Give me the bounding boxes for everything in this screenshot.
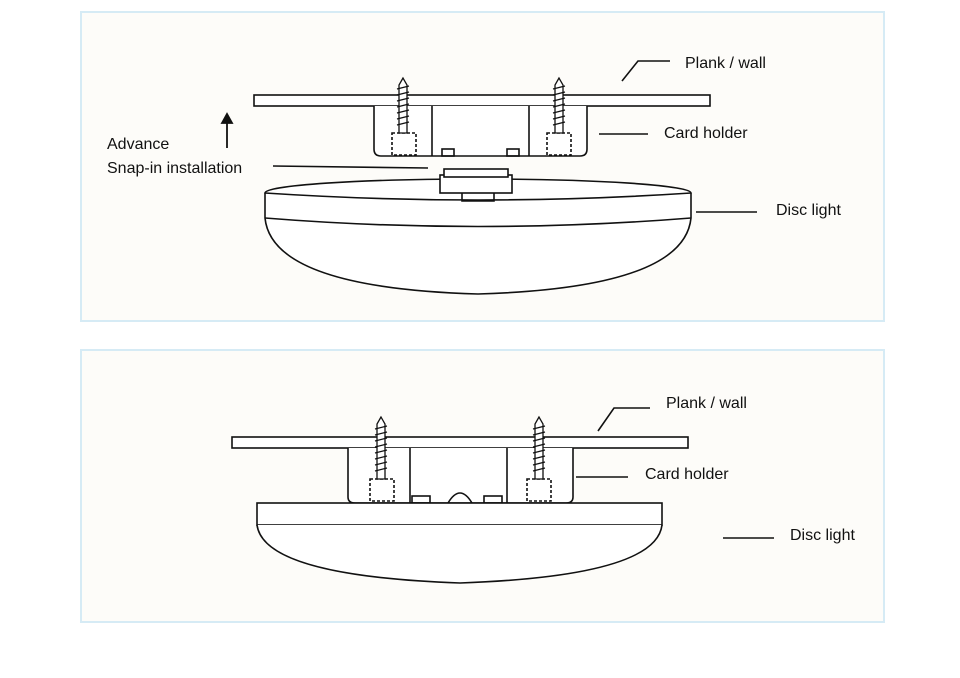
diagram-panel-installed: Plank / wall Card holder Disc light: [80, 349, 885, 623]
arrow-up-icon: [220, 112, 234, 148]
disc-light-shape: [256, 502, 663, 584]
leader-line-plank: [597, 407, 650, 432]
plank-wall-shape: [253, 94, 711, 107]
screw-icon: [532, 415, 546, 480]
label-disc-light: Disc light: [790, 527, 855, 544]
screw-icon: [552, 76, 566, 134]
leader-line-plank: [621, 60, 670, 82]
label-plank-wall: Plank / wall: [666, 395, 747, 412]
installation-drawing-before: [220, 60, 757, 295]
label-plank-wall: Plank / wall: [685, 55, 766, 72]
installation-drawing-installed: [231, 407, 774, 584]
label-card-holder: Card holder: [645, 466, 729, 483]
plank-wall-shape: [231, 436, 689, 449]
card-holder-shape: [373, 106, 588, 157]
diagram-panel-before-install: Plank / wall Card holder Disc light Adva…: [80, 11, 885, 322]
label-advance: Advance: [107, 136, 170, 153]
leader-line-snap-in: [272, 165, 429, 169]
label-card-holder: Card holder: [664, 125, 748, 142]
label-snap-in-installation: Snap-in installation: [107, 160, 243, 177]
disc-light-shape: [264, 178, 692, 295]
screw-icon: [396, 76, 410, 134]
label-disc-light: Disc light: [776, 202, 841, 219]
screw-icon: [374, 415, 388, 480]
